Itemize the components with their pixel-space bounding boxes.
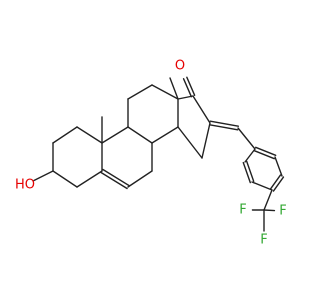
bond-c5-c4 [76,170,103,188]
bond-c4-c3 [52,170,78,188]
bond-c13-c18 [169,77,179,100]
bond-c2-c1 [52,126,78,144]
bond-c14-c15 [177,126,203,159]
bond-ar4-cf [263,189,273,211]
hydroxyl-label: HO [15,178,35,193]
fluorine-label-left: F [239,203,246,218]
bond-c9-c10 [101,126,129,144]
bond-c17-o17-b [182,78,193,98]
bond-ar2-ar3-a [242,161,252,184]
bond-cex-ar1 [237,127,256,150]
fluorine-label-bottom: F [260,233,267,248]
bond-c16-c17 [192,95,211,124]
bond-c5-c6-b [102,168,130,187]
bond-ar4-ar5-a [272,176,285,192]
bond-c17-o17-a [186,76,196,96]
bond-c12-c13 [151,84,179,100]
bond-c16-cex-b [209,120,240,127]
bond-c5-c6-a [100,171,128,190]
bond-ar6-ar1-b [253,149,276,160]
atom-labels: HO O F F F [15,59,287,248]
bond-c14-c8 [151,126,179,144]
bond-lines [33,76,285,232]
bond-ar6-ar1-a [254,146,277,157]
bond-c15-c16 [201,122,211,159]
ketone-oxygen-label: O [175,59,185,74]
fluorine-label-right: F [279,204,286,219]
bond-c16-cex-a [208,124,239,131]
bond-c8-c9 [127,126,153,144]
bond-ar3-ar4 [251,181,273,191]
bond-ar4-ar5-b [269,174,282,190]
bond-ar5-ar6 [274,156,283,177]
bond-cf-f2 [263,209,276,212]
bond-oh-c3 [33,170,54,182]
bond-c11-c12 [127,84,153,100]
molecule-structure-diagram: HO O F F F [15,59,287,248]
bond-ar2-ar3-b [245,160,255,183]
bond-c1-c10 [76,126,103,144]
bond-c6-c7 [127,170,153,188]
bond-ar1-ar2 [244,148,256,163]
